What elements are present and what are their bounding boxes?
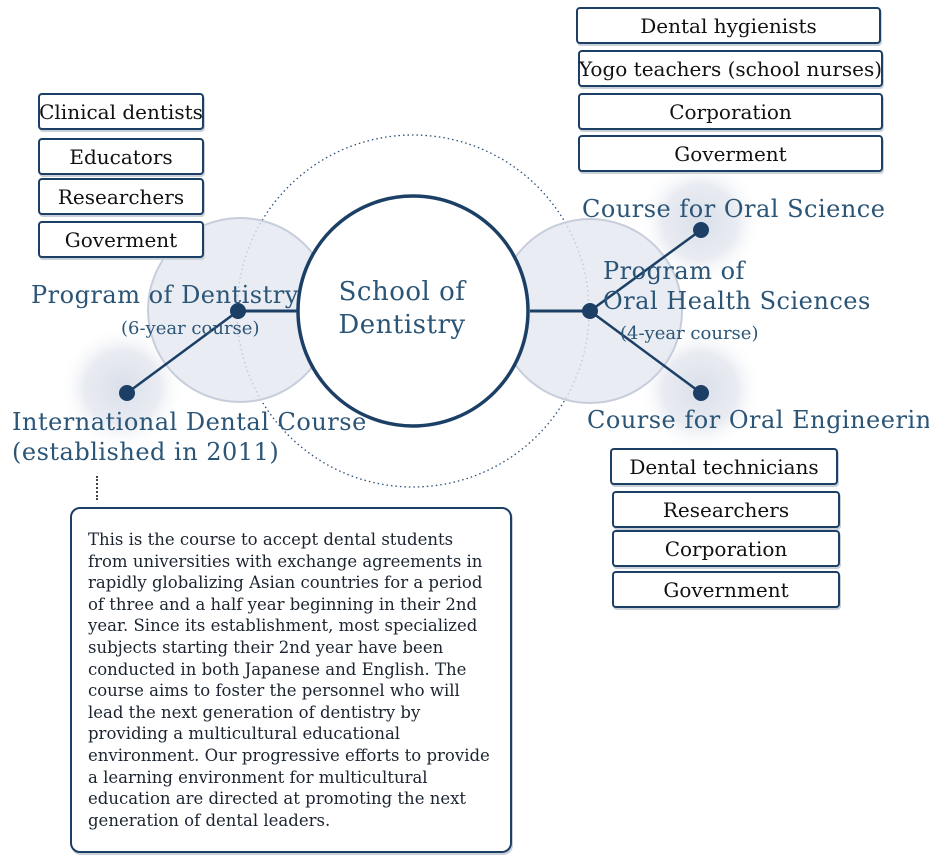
school-of-dentistry-circle [296,194,530,428]
description-pointer [96,476,98,500]
course-oral-science: Course for Oral Science [582,195,886,223]
outcome-box: Dental hygienists [576,7,881,44]
outcome-box: Government [612,571,840,608]
outcome-box: Dental technicians [610,448,838,485]
program-oral-health-line1: Program of [603,257,745,285]
node-oral-health [582,303,598,319]
node-oral-science [693,222,709,238]
program-dentistry-duration: (6-year course) [121,318,260,339]
node-oral-engineering [693,385,709,401]
school-title: School of Dentistry [300,276,504,341]
connector-international [126,309,239,395]
outcome-box: Goverment [38,221,204,258]
outcome-box: Corporation [578,93,883,130]
school-title-line2: Dentistry [338,309,466,340]
outcome-box: Researchers [38,178,204,215]
international-course-description: This is the course to accept dental stud… [70,507,512,853]
program-oral-health-line2: Oral Health Sciences [603,287,871,315]
connector-oral-engineering [589,309,702,395]
program-dentistry-title: Program of Dentistry [31,281,299,309]
outcome-box: Yogo teachers (school nurses) [578,50,883,87]
school-title-line1: School of [338,277,466,307]
node-international [119,385,135,401]
program-oral-health-duration: (4-year course) [620,323,759,344]
outcome-box: Clinical dentists [38,93,204,130]
course-international-line1: International Dental Course [12,408,367,436]
outcome-box: Goverment [578,135,883,172]
course-oral-engineering: Course for Oral Engineering [587,406,929,434]
node-dentistry [230,303,246,319]
connector-oral-science [589,228,702,313]
outcome-box: Researchers [612,491,840,528]
course-international-line2: (established in 2011) [12,438,280,466]
outcome-box: Educators [38,138,204,175]
outcome-box: Corporation [612,530,840,567]
